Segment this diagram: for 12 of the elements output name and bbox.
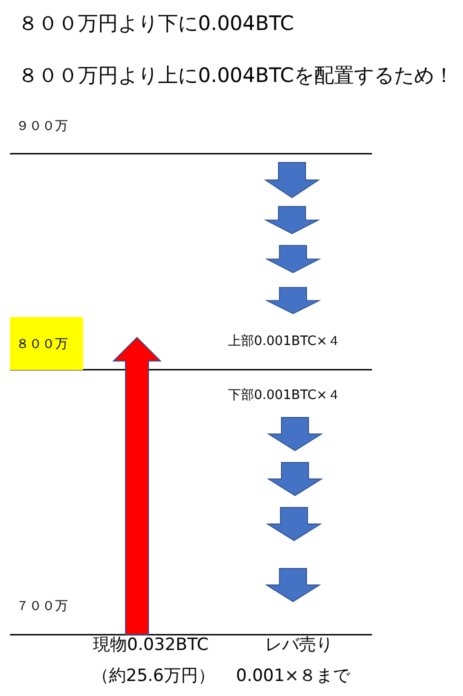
heading-text: ８００万円より上に0.004BTCを配置するため！ [18, 63, 454, 87]
position-note: （約25.6万円） [92, 666, 215, 686]
price-label: ９００万 [16, 119, 68, 135]
position-label: レバ売り [265, 635, 333, 656]
order-note: 上部0.001BTC×４ [228, 334, 340, 350]
price-label: ８００万 [16, 336, 68, 352]
order-note: 下部0.001BTC×４ [228, 388, 340, 404]
position-note: 0.001×８まで [236, 666, 350, 686]
heading-text: ８００万円より下に0.004BTC [18, 11, 294, 35]
position-label: 現物0.032BTC [93, 635, 209, 656]
price-label: ７００万 [16, 599, 68, 615]
highlight-panel [10, 317, 83, 370]
